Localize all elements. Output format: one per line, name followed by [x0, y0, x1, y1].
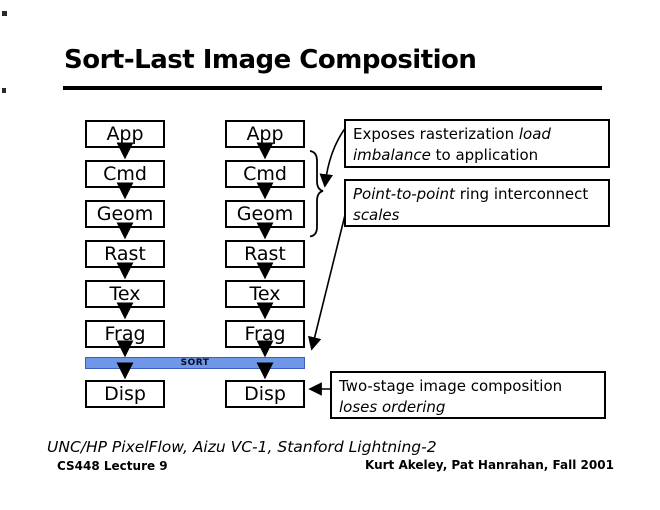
stage-box-frag: Frag [225, 320, 305, 348]
sort-bar-label: SORT [180, 358, 210, 368]
callout-two-stage: Two-stage image composition loses orderin… [330, 371, 606, 419]
scan-artifact-mark [2, 11, 7, 16]
stage-box-app: App [225, 120, 305, 148]
scan-artifact-mark [2, 88, 6, 93]
stage-box-disp: Disp [85, 380, 165, 408]
footer-credits-label: Kurt Akeley, Pat Hanrahan, Fall 2001 [365, 458, 614, 472]
footer-course-label: CS448 Lecture 9 [57, 459, 168, 473]
stage-box-geom: Geom [85, 200, 165, 228]
stage-box-frag: Frag [85, 320, 165, 348]
page-title: Sort-Last Image Composition [64, 45, 477, 75]
stage-box-cmd: Cmd [85, 160, 165, 188]
callout-text-line: imbalance to application [353, 146, 539, 164]
stage-box-app: App [85, 120, 165, 148]
callout-pointer-arrows [308, 126, 347, 396]
stage-box-tex: Tex [225, 280, 305, 308]
callout-arrow-ring-interconnect [308, 214, 346, 351]
callout-text-line: Exposes rasterization load [353, 125, 551, 143]
footer-systems-text: UNC/HP PixelFlow, Aizu VC-1, Stanford Li… [47, 438, 437, 456]
callout-text-line: scales [353, 206, 400, 224]
callout-text-line: Two-stage image composition [339, 377, 563, 395]
curly-brace-icon [309, 150, 324, 238]
stage-box-geom: Geom [225, 200, 305, 228]
callout-text-line: loses ordering [339, 398, 446, 416]
stage-box-disp: Disp [225, 380, 305, 408]
stage-box-tex: Tex [85, 280, 165, 308]
stage-box-rast: Rast [225, 240, 305, 268]
title-underline [63, 86, 602, 90]
sort-bar: SORT [85, 357, 305, 369]
stage-box-rast: Rast [85, 240, 165, 268]
callout-ring-interconnect: Point-to-point ring interconnect scales [344, 179, 610, 227]
callout-text-line: Point-to-point ring interconnect [353, 185, 589, 203]
callout-arrow-load-imbalance [319, 126, 347, 188]
stage-box-cmd: Cmd [225, 160, 305, 188]
callout-load-imbalance: Exposes rasterization load imbalance to a… [344, 119, 610, 168]
